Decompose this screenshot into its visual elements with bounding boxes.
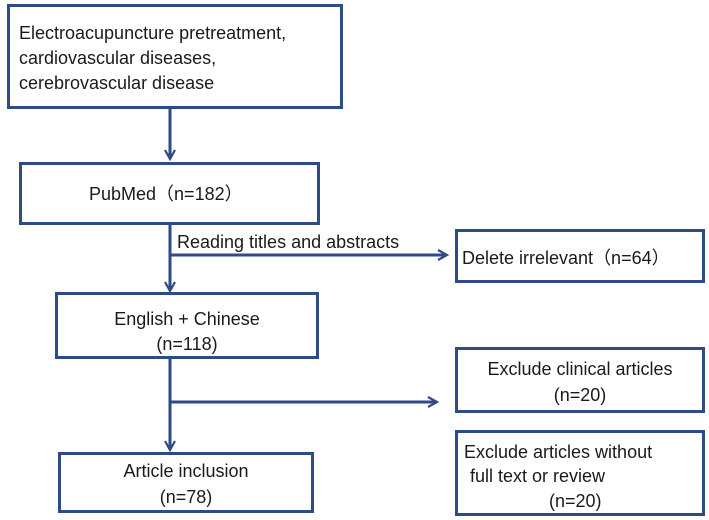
exclude-fulltext-line-2: full text or review (470, 466, 606, 486)
exclude-clinical-box (455, 347, 705, 413)
delete-irrelevant-label: Delete irrelevant（n=64） (462, 248, 670, 268)
exclude-fulltext-count: (n=20) (549, 491, 602, 511)
pubmed-box (19, 162, 320, 225)
search-terms-line-3: cerebrovascular disease (19, 73, 215, 93)
pubmed-label: PubMed（n=182） (89, 184, 243, 204)
language-filter-label: English + Chinese (114, 309, 260, 329)
article-inclusion-label: Article inclusion (123, 461, 249, 481)
language-filter-count: (n=118) (156, 334, 218, 354)
search-terms-line-1: Electroacupuncture pretreatment, (19, 23, 287, 43)
language-filter-box (55, 292, 319, 359)
exclude-clinical-label: Exclude clinical articles (487, 359, 673, 379)
exclude-fulltext-line-1: Exclude articles without (464, 442, 653, 462)
exclude-fulltext-box (455, 430, 705, 516)
screening-label: Reading titles and abstracts (177, 232, 400, 252)
search-terms-line-2: cardiovascular diseases, (19, 48, 217, 68)
exclude-clinical-count: (n=20) (553, 385, 607, 405)
article-inclusion-count: (n=78) (159, 487, 213, 507)
article-inclusion-box (58, 452, 314, 513)
search-terms-box (7, 4, 343, 109)
delete-irrelevant-box (455, 229, 705, 283)
